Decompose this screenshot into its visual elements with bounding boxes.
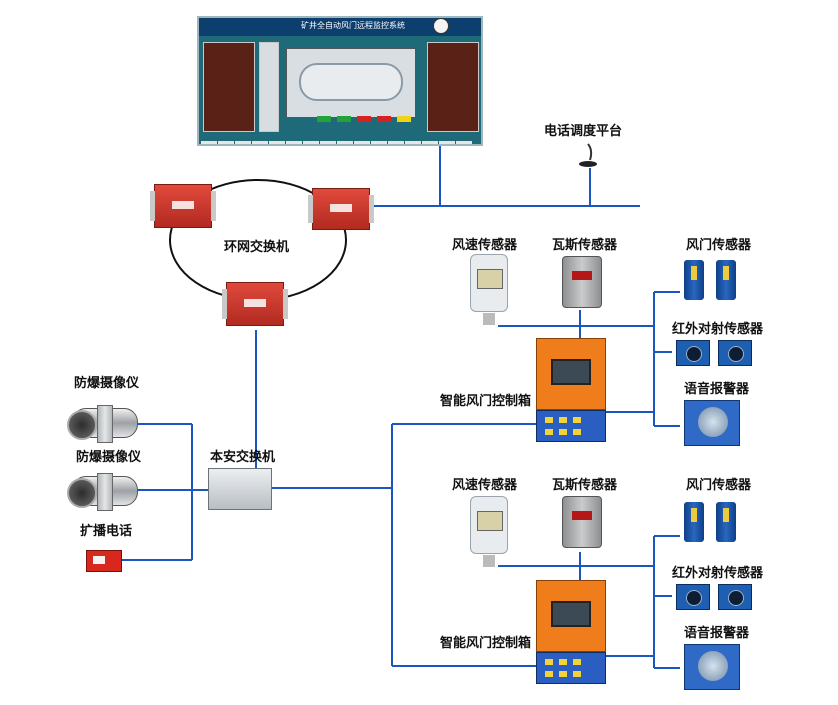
monitor-tunnel-view (286, 48, 416, 118)
wind-sensor-label: 风速传感器 (452, 478, 518, 493)
tunnel-bore-icon (299, 63, 403, 101)
voice-alarm-label: 语音报警器 (684, 626, 750, 641)
camera-icon (67, 405, 138, 443)
door-controller-box (536, 338, 606, 442)
ring-switch-box (150, 184, 216, 228)
door-sensor-icon (684, 502, 704, 542)
wind-sensor-label: 风速传感器 (452, 238, 518, 253)
controller-screen (551, 601, 591, 627)
gas-sensor-label: 瓦斯传感器 (552, 238, 618, 253)
monitor-titlebar (199, 18, 481, 36)
broadcast-phone-icon (86, 550, 122, 572)
status-green-icon (317, 116, 331, 122)
ir-sensor-icon (718, 584, 752, 610)
voice-alarm-icon (684, 400, 740, 446)
monitor-title: 矿井全自动风门远程监控系统 (301, 21, 405, 30)
ir-sensor-icon (676, 584, 710, 610)
status-yellow-icon (397, 116, 411, 122)
camera-icon (67, 473, 138, 511)
door-sensor-label: 风门传感器 (686, 238, 752, 253)
clock-icon (433, 18, 449, 34)
microphone-icon (579, 143, 597, 167)
broadcast-phone-label: 扩播电话 (80, 524, 133, 539)
ring-switch-label: 环网交换机 (224, 240, 290, 255)
status-red-icon (377, 116, 391, 122)
door-sensor-icon (684, 260, 704, 300)
ring-switch-box (308, 188, 374, 230)
monitor-status-column (259, 42, 279, 132)
ir-sensor-icon (676, 340, 710, 366)
monitor-button-row (201, 134, 481, 144)
wind-sensor-icon (470, 496, 508, 567)
monitor-screen: 矿井全自动风门远程监控系统 (197, 16, 483, 146)
ir-sensor-icon (718, 340, 752, 366)
status-green-icon (337, 116, 351, 122)
gas-sensor-icon (562, 496, 602, 548)
door-controller-box (536, 580, 606, 684)
camera-label: 防爆摄像仪 (76, 450, 142, 465)
voice-alarm-icon (684, 644, 740, 690)
status-red-icon (357, 116, 371, 122)
ring-switch-box (222, 282, 288, 326)
monitor-right-video (427, 42, 479, 132)
door-sensor-label: 风门传感器 (686, 478, 752, 493)
controller-label: 智能风门控制箱 (440, 394, 532, 409)
controller-label: 智能风门控制箱 (440, 636, 532, 651)
wind-sensor-icon (470, 254, 508, 325)
camera-label: 防爆摄像仪 (74, 376, 140, 391)
ir-sensor-label: 红外对射传感器 (672, 322, 764, 337)
controller-screen (551, 359, 591, 385)
ir-sensor-label: 红外对射传感器 (672, 566, 764, 581)
phone-platform-label: 电话调度平台 (544, 124, 623, 139)
voice-alarm-label: 语音报警器 (684, 382, 750, 397)
door-sensor-icon (716, 502, 736, 542)
gas-sensor-label: 瓦斯传感器 (552, 478, 618, 493)
monitor-left-video (203, 42, 255, 132)
door-sensor-icon (716, 260, 736, 300)
gas-sensor-icon (562, 256, 602, 308)
intrinsic-switch-label: 本安交换机 (210, 450, 276, 465)
intrinsic-switch-box (208, 468, 272, 510)
